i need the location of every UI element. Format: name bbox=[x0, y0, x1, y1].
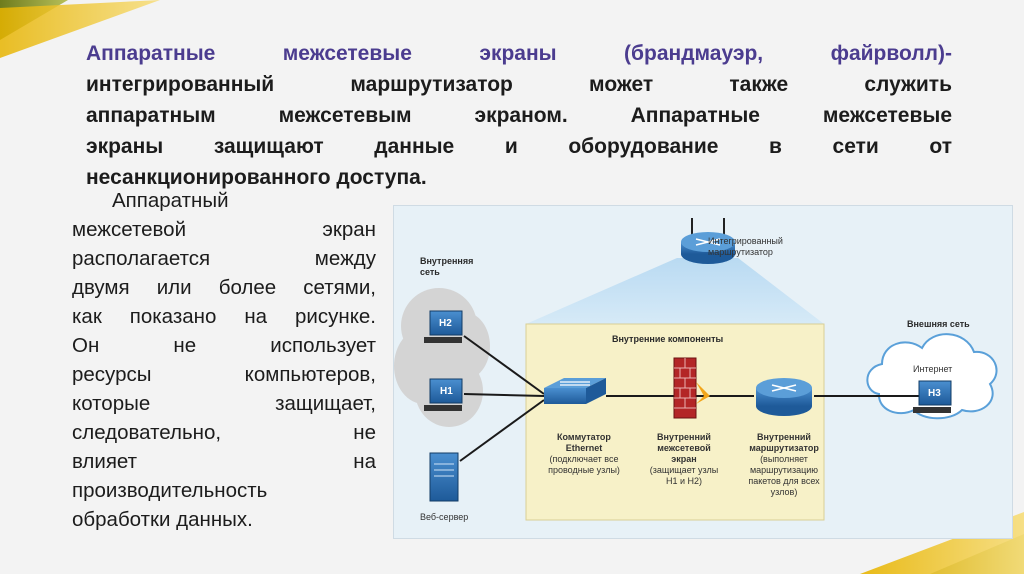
label-line: Внутренний bbox=[757, 432, 811, 442]
ethernet-switch bbox=[544, 378, 606, 404]
label-line: маршрутизатор bbox=[749, 443, 819, 453]
body-line: которые защищает, bbox=[72, 392, 376, 415]
label-line: маршрутизацию bbox=[749, 465, 819, 475]
link-server-switch bbox=[459, 399, 545, 462]
body-line: располагается между bbox=[72, 247, 376, 270]
heading-line: экраны защищают данные и оборудование в … bbox=[86, 135, 952, 158]
firewall-label: Внутренний межсетевой экран (защищает уз… bbox=[634, 432, 734, 487]
body-line: обработки данных. bbox=[72, 508, 253, 531]
label-line: Ethernet bbox=[565, 443, 603, 453]
body-line: производительность bbox=[72, 479, 268, 502]
internal-router-label: Внутренний маршрутизатор (выполняет марш… bbox=[734, 432, 834, 498]
body-line: как показано на рисунке. bbox=[72, 305, 376, 328]
internet-label: Интернет bbox=[913, 364, 953, 374]
heading-line: Аппаратные межсетевые экраны (брандмауэр… bbox=[86, 42, 952, 65]
label-line: Интегрированный bbox=[708, 236, 783, 246]
internal-firewall bbox=[673, 357, 710, 419]
label-line: пакетов для всех bbox=[748, 476, 820, 486]
external-network-label: Внешняя сеть bbox=[907, 319, 970, 329]
internal-network-label: Внутренняя сеть bbox=[420, 256, 473, 278]
label-line: H1 и H2) bbox=[665, 476, 703, 486]
host-h1-label: H1 bbox=[440, 386, 453, 397]
label-line: Внутренний bbox=[657, 432, 711, 442]
label-line: Внутренняя bbox=[420, 256, 474, 266]
link-h1-switch bbox=[463, 393, 545, 397]
integrated-router-label: Интегрированный маршрутизатор bbox=[708, 236, 783, 258]
network-diagram-graphics bbox=[394, 218, 998, 521]
host-h3-label: H3 bbox=[928, 388, 941, 399]
integrated-router bbox=[681, 218, 735, 264]
label-line: узлов) bbox=[770, 487, 798, 497]
host-h2-label: H2 bbox=[439, 318, 452, 329]
label-line: сеть bbox=[420, 267, 440, 277]
label-line: маршрутизатор bbox=[708, 247, 773, 257]
label-line: Коммутатор bbox=[557, 432, 611, 442]
link-h2-switch bbox=[463, 335, 545, 395]
body-line: двумя или более сетями, bbox=[72, 276, 376, 299]
network-diagram: Интегрированный маршрутизатор Внутренняя… bbox=[393, 205, 1013, 539]
body-line: Он не использует bbox=[72, 334, 376, 357]
external-network-cloud bbox=[866, 333, 998, 420]
body-paragraph: Аппаратный межсетевой экран располагаетс… bbox=[72, 186, 376, 534]
heading-line: интегрированный маршрутизатор может такж… bbox=[86, 73, 952, 96]
body-line: межсетевой экран bbox=[72, 218, 376, 241]
body-line: Аппаратный bbox=[112, 189, 229, 212]
label-line: (выполняет bbox=[760, 454, 808, 464]
internal-router bbox=[756, 378, 812, 416]
slide-heading: Аппаратные межсетевые экраны (брандмауэр… bbox=[86, 38, 952, 193]
body-line: следовательно, не bbox=[72, 421, 376, 444]
label-line: (защищает узлы bbox=[649, 465, 719, 475]
web-server bbox=[429, 452, 459, 502]
label-line: (подключает все bbox=[549, 454, 619, 464]
web-server-label: Веб-сервер bbox=[420, 512, 469, 522]
label-line: межсетевой bbox=[657, 443, 711, 453]
switch-label: Коммутатор Ethernet (подключает все пров… bbox=[534, 432, 634, 476]
ribbon-top-left-gold bbox=[0, 0, 160, 58]
label-line: экран bbox=[671, 454, 697, 464]
router-scope-beam bbox=[526, 258, 824, 324]
internal-components-panel bbox=[525, 323, 825, 521]
heading-line: аппаратным межсетевым экраном. Аппаратны… bbox=[86, 104, 952, 127]
host-h1 bbox=[424, 378, 463, 411]
heading-line: несанкционированного доступа. bbox=[86, 166, 427, 189]
internal-components-label: Внутренние компоненты bbox=[612, 334, 724, 344]
host-h3 bbox=[913, 380, 952, 413]
label-line: проводные узлы) bbox=[548, 465, 620, 475]
host-h2 bbox=[424, 310, 463, 343]
body-line: влияет на bbox=[72, 450, 376, 473]
body-line: ресурсы компьютеров, bbox=[72, 363, 376, 386]
